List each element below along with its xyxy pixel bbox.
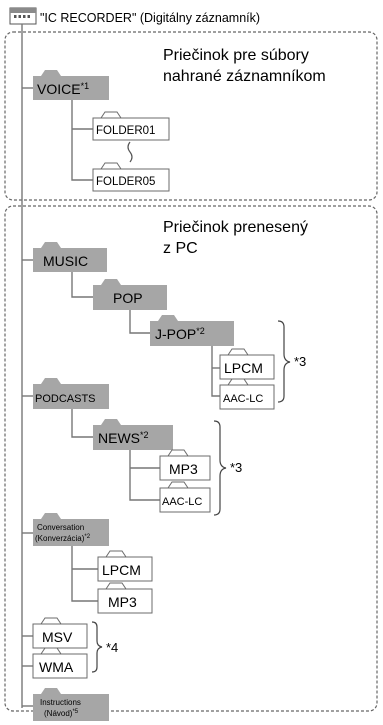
jpop-folder: J-POP*2 bbox=[150, 315, 234, 346]
svg-text:VOICE*1: VOICE*1 bbox=[37, 81, 89, 97]
folder05-folder: FOLDER05 bbox=[92, 162, 170, 192]
svg-text:WMA: WMA bbox=[39, 659, 74, 675]
svg-text:LPCM: LPCM bbox=[224, 360, 263, 376]
mp3-folder-2: MP3 bbox=[97, 582, 153, 614]
news-folder: NEWS*2 bbox=[93, 419, 173, 450]
music-folder: MUSIC bbox=[33, 242, 107, 272]
svg-text:Instructions: Instructions bbox=[40, 698, 81, 707]
svg-text:PODCASTS: PODCASTS bbox=[35, 393, 96, 405]
folder01-folder: FOLDER01 bbox=[92, 111, 170, 141]
note-3b: *3 bbox=[230, 460, 242, 475]
podcasts-folder: PODCASTS bbox=[33, 378, 109, 409]
section2-heading-line1: Priečinok prenesený bbox=[163, 219, 308, 236]
device-icon bbox=[9, 7, 37, 25]
conversation-folder: Conversation (Konverzácia)*2 bbox=[33, 513, 109, 546]
brace-msv-wma bbox=[91, 621, 103, 673]
svg-text:J-POP*2: J-POP*2 bbox=[155, 326, 205, 342]
svg-text:MP3: MP3 bbox=[108, 594, 137, 610]
svg-text:AAC-LC: AAC-LC bbox=[162, 496, 202, 508]
voice-folder: VOICE*1 bbox=[33, 70, 109, 100]
recorded-folders-group bbox=[4, 31, 378, 201]
aaclc-folder-1: AAC-LC bbox=[219, 378, 275, 410]
note-3a: *3 bbox=[294, 354, 306, 369]
svg-text:(Návod)*5: (Návod)*5 bbox=[44, 709, 79, 718]
tree-connectors bbox=[21, 24, 220, 708]
svg-text:AAC-LC: AAC-LC bbox=[223, 393, 263, 405]
ellipsis-connector bbox=[127, 141, 133, 163]
svg-text:NEWS*2: NEWS*2 bbox=[98, 430, 149, 446]
section1-heading-line2: nahrané záznamníkom bbox=[163, 68, 326, 85]
brace-jpop bbox=[277, 320, 291, 403]
svg-text:LPCM: LPCM bbox=[102, 562, 141, 578]
msv-folder: MSV bbox=[32, 617, 88, 649]
svg-text:Conversation: Conversation bbox=[37, 523, 84, 532]
lpcm-folder-2: LPCM bbox=[97, 550, 153, 582]
brace-news bbox=[213, 420, 227, 516]
mp3-folder-1: MP3 bbox=[159, 449, 211, 481]
svg-text:POP: POP bbox=[113, 290, 143, 306]
svg-text:FOLDER05: FOLDER05 bbox=[96, 176, 155, 188]
section1-heading-line1: Priečinok pre súbory bbox=[163, 47, 309, 64]
aaclc-folder-2: AAC-LC bbox=[159, 481, 211, 513]
svg-text:MSV: MSV bbox=[42, 629, 73, 645]
svg-text:FOLDER01: FOLDER01 bbox=[96, 125, 155, 137]
diagram-title: "IC RECORDER" (Digitálny záznamník) bbox=[40, 11, 260, 25]
pop-folder: POP bbox=[93, 279, 167, 310]
instructions-folder: Instructions (Návod)*5 bbox=[33, 688, 109, 721]
pc-folders-group bbox=[4, 205, 378, 712]
note-4: *4 bbox=[106, 640, 118, 655]
section2-heading-line2: z PC bbox=[163, 240, 198, 257]
lpcm-folder-1: LPCM bbox=[219, 348, 275, 380]
wma-folder: WMA bbox=[32, 647, 88, 679]
svg-text:MUSIC: MUSIC bbox=[43, 253, 88, 269]
svg-text:(Konverzácia)*2: (Konverzácia)*2 bbox=[35, 534, 91, 543]
svg-text:MP3: MP3 bbox=[169, 461, 198, 477]
